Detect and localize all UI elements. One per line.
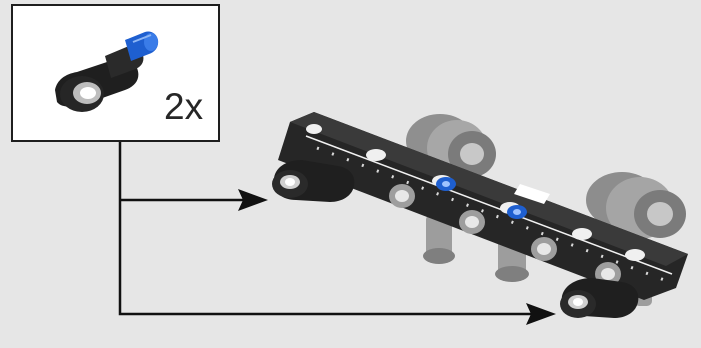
- axle-pin-connector-icon: [55, 31, 159, 112]
- parts-callout: 2x: [11, 4, 220, 142]
- quantity-label: 2x: [164, 86, 204, 127]
- liftarm-assembly-icon: [272, 112, 688, 318]
